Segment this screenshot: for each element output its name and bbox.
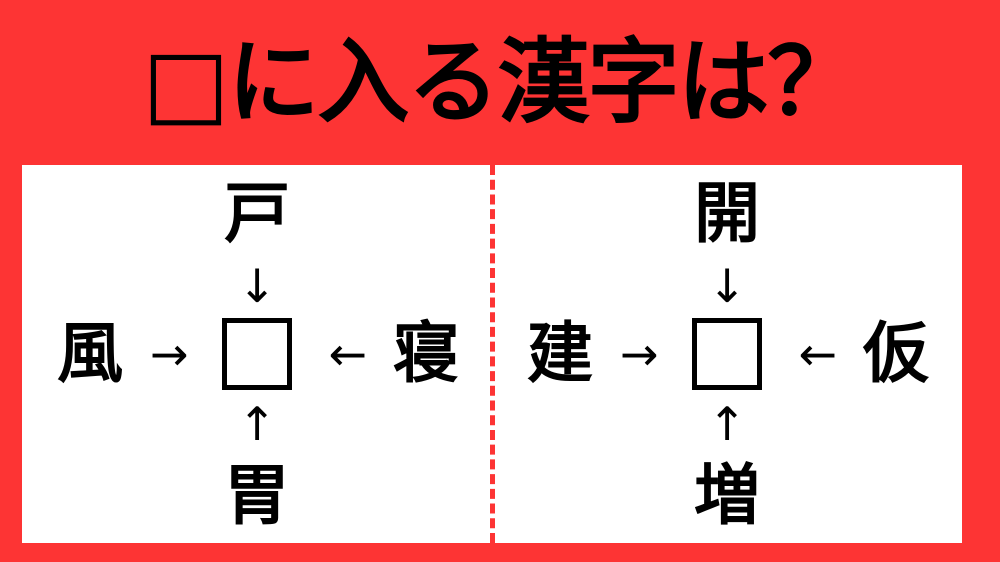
left-puzzle-top-kanji: 戸 [224,175,290,252]
arrow-right-icon: → [620,327,659,381]
arrow-right-icon: → [150,327,189,381]
title-band: □に入る漢字は？ [0,0,1000,165]
arrow-down-icon: ↓ [707,259,747,313]
right-puzzle-top-kanji: 開 [694,175,760,252]
right-puzzle-right-kanji: 仮 [863,315,929,392]
arrow-down-icon: ↓ [237,259,277,313]
right-puzzle-panel: 開 ↓ 建 → ← 仮 ↑ 増 [492,165,962,543]
right-puzzle-answer-box[interactable] [692,318,762,390]
left-puzzle-right-kanji: 寝 [393,315,459,392]
right-puzzle-left-kanji: 建 [527,315,593,392]
page-title: □に入る漢字は？ [142,28,860,136]
left-puzzle-cross: 戸 ↓ 風 → ← 寝 ↑ 胃 [47,179,467,529]
puzzle-card: 戸 ↓ 風 → ← 寝 ↑ 胃 開 ↓ 建 → ← [22,165,962,543]
right-puzzle-cross: 開 ↓ 建 → ← 仮 ↑ 増 [517,179,937,529]
left-puzzle-answer-box[interactable] [222,318,292,390]
left-puzzle-left-kanji: 風 [57,315,123,392]
arrow-left-icon: ← [328,327,367,381]
left-puzzle-panel: 戸 ↓ 風 → ← 寝 ↑ 胃 [22,165,492,543]
arrow-up-icon: ↑ [707,397,747,451]
right-puzzle-bottom-kanji: 増 [694,457,760,534]
arrow-left-icon: ← [798,327,837,381]
left-puzzle-bottom-kanji: 胃 [224,457,290,534]
arrow-up-icon: ↑ [237,397,277,451]
panel-divider [490,165,495,543]
